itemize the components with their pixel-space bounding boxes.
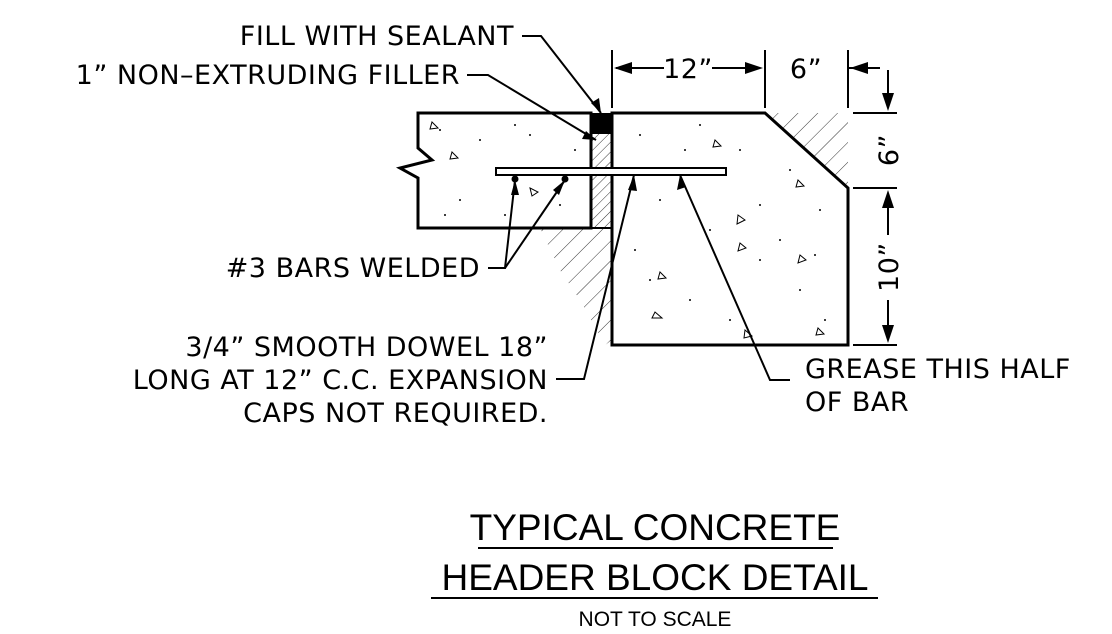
dim-12: 12” xyxy=(663,54,713,85)
label-dowel-3: CAPS NOT REQUIRED. xyxy=(243,398,548,429)
rebar-1 xyxy=(511,175,519,183)
dim-6-width: 6” xyxy=(790,54,822,85)
title-line-2: HEADER BLOCK DETAIL xyxy=(442,557,869,598)
label-bars: #3 BARS WELDED xyxy=(226,253,480,284)
expansion-filler xyxy=(590,132,613,229)
sealant xyxy=(591,113,612,133)
label-filler: 1” NON–EXTRUDING FILLER xyxy=(76,60,460,91)
rebar-2 xyxy=(561,175,569,183)
title-line-1: TYPICAL CONCRETE xyxy=(470,507,841,548)
dimension-arrowheads xyxy=(614,62,894,343)
label-fill-sealant: FILL WITH SEALANT xyxy=(240,21,514,52)
dim-6-height: 6” xyxy=(874,134,905,166)
dowel-bar xyxy=(495,167,727,176)
label-grease-1: GREASE THIS HALF xyxy=(805,354,1071,385)
label-dowel-1: 3/4” SMOOTH DOWEL 18” xyxy=(185,332,548,363)
scale-note: NOT TO SCALE xyxy=(579,608,732,631)
dim-10-height: 10” xyxy=(874,242,905,292)
concrete-stipple xyxy=(439,124,826,321)
label-grease-2: OF BAR xyxy=(805,387,909,418)
leader-lines xyxy=(467,35,790,381)
label-dowel-2: LONG AT 12” C.C. EXPANSION xyxy=(133,365,548,396)
leader-arrowheads xyxy=(511,98,686,195)
